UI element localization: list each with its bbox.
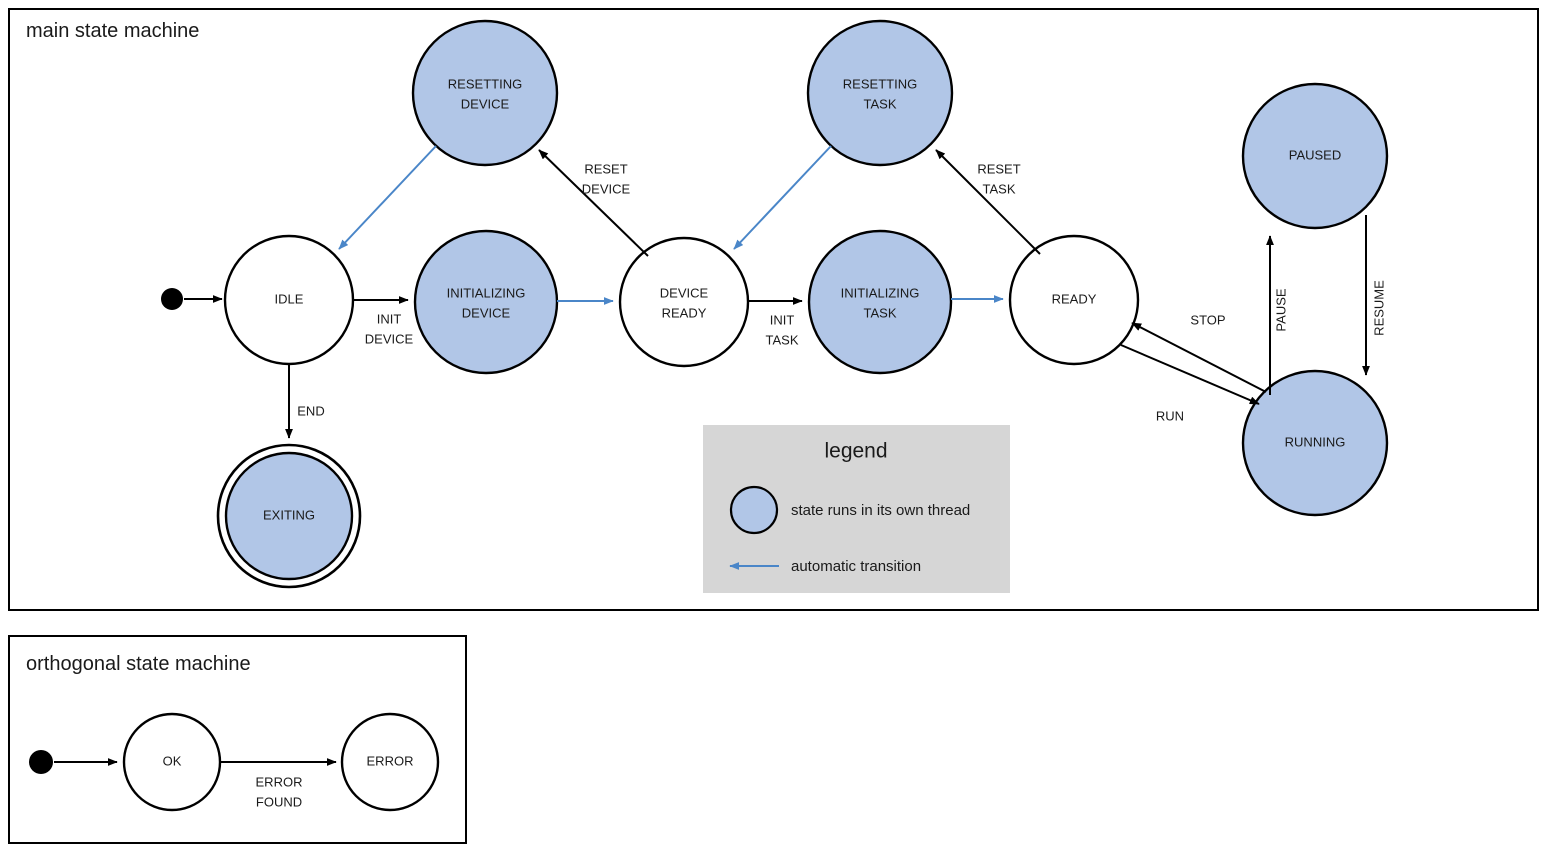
state-initializing-device-label-line1: INITIALIZING	[447, 285, 526, 300]
edge-label-stop: STOP	[1190, 312, 1225, 327]
state-device-ready[interactable]	[618, 236, 750, 368]
state-initializing-task-label-line1: INITIALIZING	[841, 285, 920, 300]
edge-label-error-found-line2: FOUND	[256, 794, 302, 809]
edge-resetting-task-to-device-ready	[733, 145, 832, 250]
edge-ready-to-resetting-task	[935, 149, 1041, 255]
state-error-label: ERROR	[367, 753, 414, 768]
edge-label-error-found-line1: ERROR	[256, 774, 303, 789]
state-running-label: RUNNING	[1285, 434, 1346, 449]
state-paused[interactable]	[1241, 82, 1389, 230]
state-resetting-task-label-line1: RESETTING	[843, 76, 917, 91]
state-initializing-device-label-line2: DEVICE	[462, 305, 511, 320]
state-ok-label: OK	[163, 753, 182, 768]
state-error[interactable]	[340, 712, 440, 812]
state-device-ready-label-line2: READY	[662, 305, 707, 320]
orthogonal-initial-pseudostate-dot	[29, 750, 53, 774]
state-idle-label: IDLE	[275, 291, 304, 306]
state-resetting-device[interactable]	[411, 19, 559, 167]
state-resetting-task-label-line2: TASK	[864, 96, 897, 111]
legend-automatic-transition-label: automatic transition	[791, 558, 921, 575]
state-device-ready-label-line1: DEVICE	[660, 285, 709, 300]
edge-label-init-device-line2: DEVICE	[365, 331, 414, 346]
state-resetting-device-label-line2: DEVICE	[461, 96, 510, 111]
legend-title: legend	[824, 440, 887, 463]
initial-pseudostate-dot	[161, 288, 183, 310]
legend-thread-state-swatch	[729, 485, 779, 535]
state-running[interactable]	[1241, 369, 1389, 517]
edge-resetting-device-to-idle	[338, 145, 437, 250]
orthogonal-state-machine-title: orthogonal state machine	[26, 653, 251, 675]
edge-running-to-ready	[1131, 322, 1267, 393]
edge-label-reset-task-line1: RESET	[977, 161, 1020, 176]
edge-label-run: RUN	[1156, 408, 1184, 423]
edge-label-resume: RESUME	[1371, 280, 1386, 336]
edge-label-reset-device-line2: DEVICE	[582, 181, 631, 196]
state-resetting-device-label-line1: RESETTING	[448, 76, 522, 91]
edge-label-reset-device-line1: RESET	[584, 161, 627, 176]
edge-device-ready-to-resetting-device	[538, 149, 649, 257]
state-exiting[interactable]	[224, 451, 354, 581]
edge-label-end: END	[297, 403, 324, 418]
main-state-machine-title: main state machine	[26, 20, 199, 42]
state-initializing-device[interactable]	[413, 229, 559, 375]
state-initializing-task-label-line2: TASK	[864, 305, 897, 320]
state-resetting-task[interactable]	[806, 19, 954, 167]
edge-label-init-task-line1: INIT	[770, 312, 795, 327]
state-paused-label: PAUSED	[1289, 147, 1342, 162]
state-exiting-label: EXITING	[263, 507, 315, 522]
edge-label-init-device-line1: INIT	[377, 311, 402, 326]
edge-label-pause: PAUSE	[1273, 288, 1288, 331]
edge-label-init-task-line2: TASK	[766, 332, 799, 347]
legend-thread-state-label: state runs in its own thread	[791, 502, 970, 519]
state-ready[interactable]	[1008, 234, 1140, 366]
edge-ready-to-running	[1120, 344, 1260, 405]
edge-label-reset-task-line2: TASK	[983, 181, 1016, 196]
state-ready-label: READY	[1052, 291, 1097, 306]
state-initializing-task[interactable]	[807, 229, 953, 375]
